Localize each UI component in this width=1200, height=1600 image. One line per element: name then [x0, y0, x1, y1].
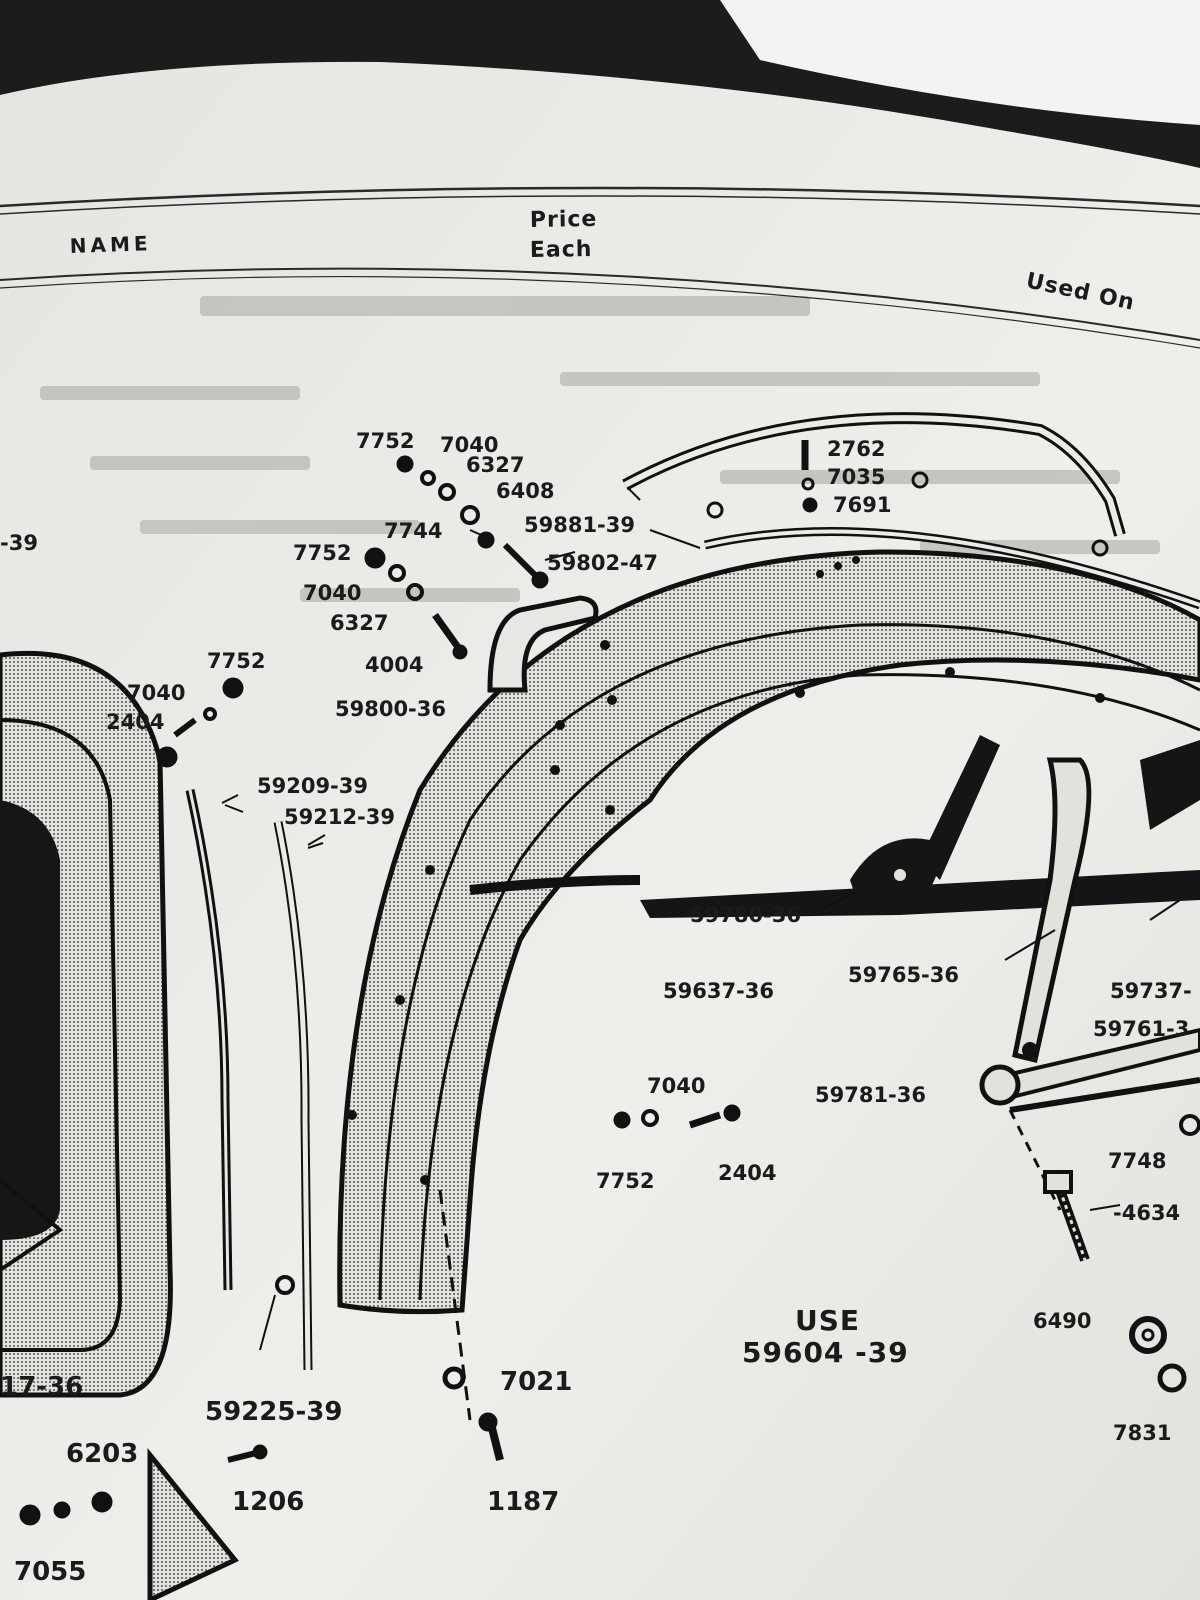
fender-moulding-drawing — [622, 412, 1200, 610]
label-1206: 1206 — [232, 1487, 304, 1517]
label-4004: 4004 — [365, 653, 423, 677]
label-59737: 59737- — [1110, 979, 1192, 1003]
label-7831: 7831 — [1113, 1421, 1171, 1445]
label-59781-36: 59781-36 — [815, 1083, 926, 1107]
note-use-part-number: 59604 -39 — [742, 1336, 909, 1369]
label-7040: 7040 — [440, 433, 498, 457]
fender-brace-drawing — [640, 735, 1200, 1262]
adjacent-sheet — [720, 0, 1200, 125]
label-59802-47: 59802-47 — [547, 551, 658, 575]
label-4634: -4634 — [1113, 1201, 1180, 1225]
label-7040: 7040 — [127, 681, 185, 705]
label-59225-39: 59225-39 — [205, 1397, 342, 1427]
header-rules — [0, 186, 1200, 349]
rear-fender-drawing — [337, 549, 1200, 1315]
label-7040: 7040 — [647, 1074, 705, 1098]
label-7748: 7748 — [1108, 1149, 1166, 1173]
callout-labels: 7752 7040 6327 6408 7744 59881-39 59802-… — [0, 429, 1192, 1587]
bracket-59800-drawing — [487, 595, 599, 693]
label-39: -39 — [0, 531, 38, 555]
label-6408: 6408 — [496, 479, 554, 503]
label-59761: 59761-3 — [1093, 1017, 1189, 1041]
hardware-drawings — [19, 440, 1200, 1600]
label-6490: 6490 — [1033, 1309, 1091, 1333]
fender-welt-strips-drawing — [185, 789, 326, 1371]
column-header-each: Each — [530, 237, 593, 263]
label-6327: 6327 — [466, 453, 524, 477]
label-59212-39: 59212-39 — [284, 805, 395, 829]
label-59780-36: 59780-36 — [690, 903, 801, 927]
label-7035: 7035 — [827, 465, 885, 489]
label-59765-36: 59765-36 — [848, 963, 959, 987]
label-17-36: 17-36 — [0, 1372, 83, 1402]
label-7040: 7040 — [303, 581, 361, 605]
label-1187: 1187 — [487, 1487, 559, 1517]
label-59209-39: 59209-39 — [257, 774, 368, 798]
label-7055: 7055 — [14, 1557, 86, 1587]
leader-lines — [224, 487, 1181, 1351]
left-fender-drawing — [0, 650, 173, 1398]
label-59637-36: 59637-36 — [663, 979, 774, 1003]
label-7744: 7744 — [384, 519, 442, 543]
note-use: USE — [795, 1304, 860, 1337]
label-7752: 7752 — [293, 541, 351, 565]
label-7752: 7752 — [596, 1169, 654, 1193]
label-59881-39: 59881-39 — [524, 513, 635, 537]
label-7752: 7752 — [207, 649, 265, 673]
label-7021: 7021 — [500, 1367, 572, 1397]
label-6203: 6203 — [66, 1439, 138, 1469]
label-2404: 2404 — [718, 1161, 776, 1185]
label-6327: 6327 — [330, 611, 388, 635]
label-2404: 2404 — [106, 710, 164, 734]
label-7752: 7752 — [356, 429, 414, 453]
label-59800-36: 59800-36 — [335, 697, 446, 721]
column-header-price: Price — [530, 207, 598, 233]
column-header-name: NAME — [69, 231, 152, 258]
label-2762: 2762 — [827, 437, 885, 461]
label-7691: 7691 — [833, 493, 891, 517]
